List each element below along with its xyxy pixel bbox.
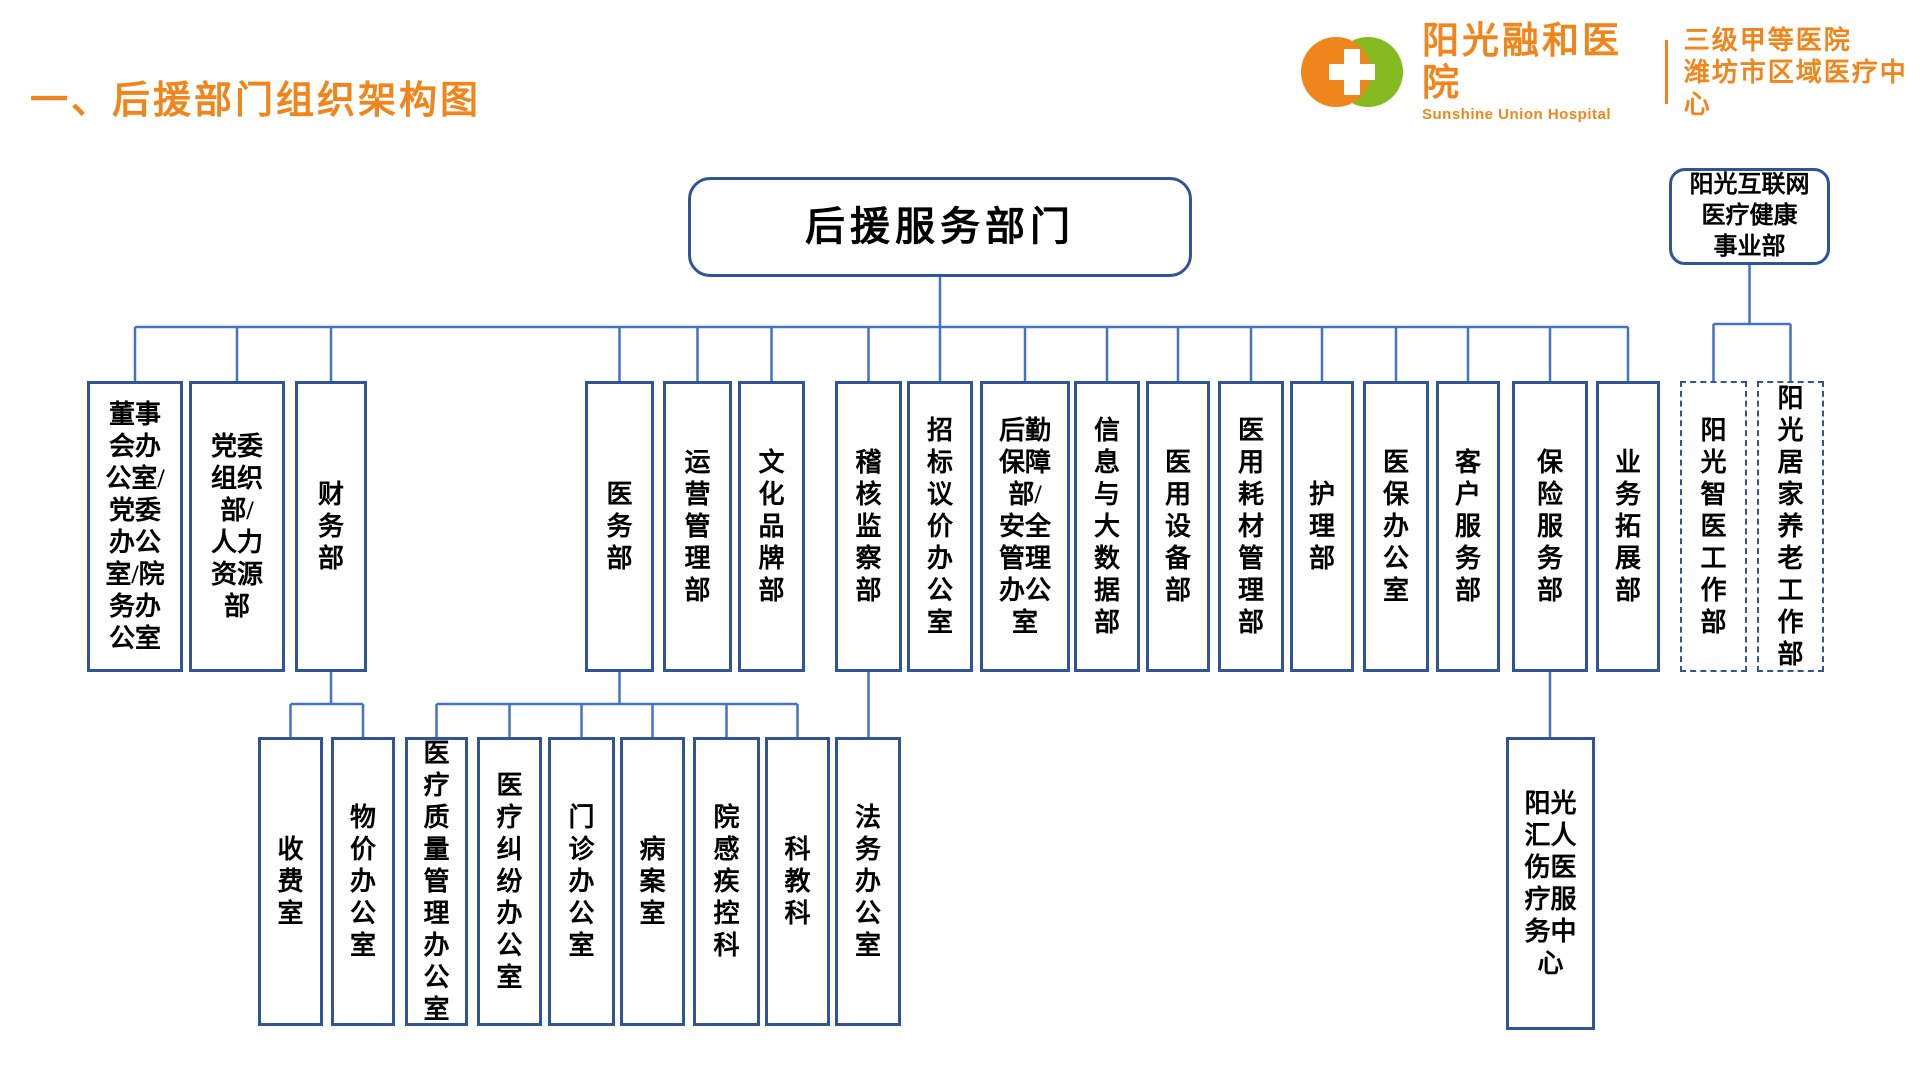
org-node-label: 业 务 拓 展 部 [1615, 447, 1641, 607]
org-node-label: 稽 核 监 察 部 [855, 447, 881, 607]
org-node-operations: 运 营 管 理 部 [663, 381, 732, 672]
org-node-board: 董事 会办 公室/ 党委 办公 室/院 务办 公室 [87, 381, 183, 672]
org-node-fee: 收 费 室 [258, 737, 323, 1026]
org-node-yibao: 医 保 办 公 室 [1363, 381, 1429, 672]
org-node-label: 医 保 办 公 室 [1383, 447, 1409, 607]
org-node-party_hr: 党委 组织 部/ 人力 资源 部 [189, 381, 285, 672]
org-node-label: 物 价 办 公 室 [350, 802, 376, 962]
org-node-inet: 阳光互联网 医疗健康 事业部 [1669, 168, 1830, 265]
org-node-infection: 院 感 疾 控 科 [693, 737, 760, 1026]
org-node-label: 董事 会办 公室/ 党委 办公 室/院 务办 公室 [105, 399, 164, 655]
org-node-medical: 医 务 部 [585, 381, 654, 672]
org-node-bidding: 招 标 议 价 办 公 室 [907, 381, 973, 672]
org-node-insurance: 保 险 服 务 部 [1512, 381, 1588, 672]
org-node-pricing: 物 价 办 公 室 [331, 737, 395, 1026]
org-node-nursing: 护 理 部 [1290, 381, 1354, 672]
org-node-label: 院 感 疾 控 科 [713, 802, 739, 962]
org-node-root: 后援服务部门 [688, 177, 1192, 277]
org-node-label: 法 务 办 公 室 [855, 802, 881, 962]
org-node-bizdev: 业 务 拓 展 部 [1596, 381, 1660, 672]
org-node-education: 科 教 科 [765, 737, 830, 1026]
org-node-label: 后勤 保障 部/ 安全 管理 办公 室 [999, 415, 1051, 639]
org-node-label: 医 用 设 备 部 [1165, 447, 1191, 607]
org-node-label: 信 息 与 大 数 据 部 [1094, 415, 1120, 639]
org-node-eldercare: 阳 光 居 家 养 老 工 作 部 [1757, 381, 1824, 672]
org-node-label: 病 案 室 [639, 834, 665, 930]
org-node-huirenshang: 阳光 汇人 伤医 疗服 务中 心 [1506, 737, 1595, 1030]
org-node-label: 阳光互联网 医疗健康 事业部 [1690, 170, 1810, 263]
org-node-records: 病 案 室 [620, 737, 685, 1026]
org-node-label: 客 户 服 务 部 [1455, 447, 1481, 607]
org-node-info: 信 息 与 大 数 据 部 [1074, 381, 1140, 672]
org-node-label: 招 标 议 价 办 公 室 [927, 415, 953, 639]
org-node-quality: 医 疗 质 量 管 理 办 公 室 [405, 737, 468, 1026]
org-node-legal: 法 务 办 公 室 [835, 737, 901, 1026]
org-node-label: 财 务 部 [318, 479, 344, 575]
org-node-label: 护 理 部 [1309, 479, 1335, 575]
org-node-label: 运 营 管 理 部 [684, 447, 710, 607]
org-node-label: 后援服务部门 [805, 203, 1075, 251]
org-node-consumables: 医 用 耗 材 管 理 部 [1218, 381, 1284, 672]
org-node-label: 科 教 科 [784, 834, 810, 930]
org-node-label: 收 费 室 [277, 834, 303, 930]
org-node-label: 文 化 品 牌 部 [758, 447, 784, 607]
org-node-equipment: 医 用 设 备 部 [1146, 381, 1210, 672]
org-node-finance: 财 务 部 [295, 381, 367, 672]
org-node-label: 阳 光 居 家 养 老 工 作 部 [1777, 383, 1803, 671]
org-node-label: 党委 组织 部/ 人力 资源 部 [211, 431, 263, 623]
org-node-culture: 文 化 品 牌 部 [738, 381, 805, 672]
org-node-label: 医 用 耗 材 管 理 部 [1238, 415, 1264, 639]
org-node-label: 保 险 服 务 部 [1537, 447, 1563, 607]
org-node-label: 阳光 汇人 伤医 疗服 务中 心 [1524, 788, 1576, 980]
org-node-label: 医 疗 纠 纷 办 公 室 [496, 770, 522, 994]
org-node-audit: 稽 核 监 察 部 [835, 381, 902, 672]
org-node-customer: 客 户 服 务 部 [1436, 381, 1500, 672]
org-node-label: 医 疗 质 量 管 理 办 公 室 [423, 738, 449, 1026]
org-node-dispute: 医 疗 纠 纷 办 公 室 [477, 737, 542, 1026]
org-node-smart_medical: 阳 光 智 医 工 作 部 [1680, 381, 1747, 672]
org-node-label: 阳 光 智 医 工 作 部 [1700, 415, 1726, 639]
org-node-label: 医 务 部 [606, 479, 632, 575]
org-node-outpatient: 门 诊 办 公 室 [548, 737, 615, 1026]
org-node-label: 门 诊 办 公 室 [568, 802, 594, 962]
org-node-logistics: 后勤 保障 部/ 安全 管理 办公 室 [980, 381, 1070, 672]
